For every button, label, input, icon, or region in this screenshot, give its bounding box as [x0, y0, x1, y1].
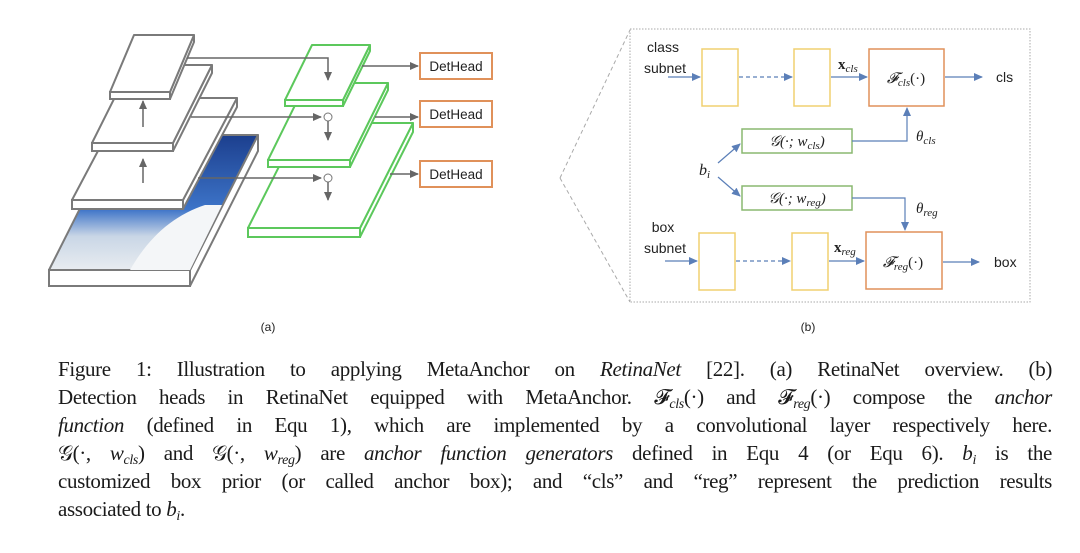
box-subnet-label: box [652, 219, 675, 235]
theta-reg-label: θreg [916, 201, 938, 219]
caption-text: anchor [994, 385, 1053, 409]
caption-text: . [179, 497, 185, 521]
zoom-guide-line [559, 29, 631, 179]
caption-text: w [109, 441, 124, 465]
caption-text: Detection heads in RetinaNet equipped wi… [58, 385, 670, 409]
g-cls-label: 𝒢(·; wcls) [769, 134, 824, 152]
caption-line: Figure 1: Illustration to applying MetaA… [58, 355, 1052, 383]
lateral-arrow [187, 57, 332, 81]
panel-b-label: (b) [801, 320, 816, 334]
arrow [852, 197, 909, 231]
caption-text: RetinaNet [600, 357, 681, 381]
caption-text: associated to [58, 497, 167, 521]
class-subnet-label: class [647, 39, 679, 55]
backbone-layer-1 [109, 34, 195, 100]
caption-text: defined in Equ 4 (or Equ 6). [612, 441, 963, 465]
f-reg-label: 𝓕reg(·) [883, 255, 923, 273]
sum-icon [323, 173, 333, 183]
dethead-box: DetHead [419, 100, 493, 128]
caption-text: function [58, 413, 125, 437]
panel-b-frame [629, 28, 1031, 303]
caption-text: i [972, 453, 976, 468]
arrow [717, 143, 741, 164]
panel-b-detection-heads: class subnet box subnet xcls xreg 𝓕c [629, 28, 1031, 334]
dethead-label: DetHead [429, 59, 482, 74]
conv-layer-box [701, 48, 739, 107]
anchor-function-cls-box [868, 48, 945, 107]
arrow [717, 176, 741, 197]
generator-reg-box [741, 185, 853, 211]
caption-text: w [263, 441, 278, 465]
caption-text: (·) compose the [810, 385, 995, 409]
b-i-label: bi [699, 162, 710, 181]
caption-text: customized box prior (or called anchor b… [58, 469, 1052, 493]
conv-layer-box [793, 48, 831, 107]
caption-text: reg [277, 453, 295, 468]
caption-text: i [176, 509, 180, 524]
generator-cls-box [741, 128, 853, 154]
caption-text: Figure 1: Illustration to applying MetaA… [58, 357, 601, 381]
caption-text: 𝒢(·, [58, 441, 110, 465]
dethead-box: DetHead [419, 160, 493, 188]
dethead-box: DetHead [419, 52, 493, 80]
caption-text: reg [793, 397, 811, 412]
caption-text: b [166, 497, 177, 521]
caption-text: (·) and 𝓕 [683, 385, 794, 409]
caption-text: b [962, 441, 973, 465]
panel-a-retinanet-overview: DetHead DetHead DetHead (a) [48, 34, 493, 334]
caption-text: ) are [294, 441, 364, 465]
x-reg-label: xreg [834, 240, 856, 258]
cls-output-label: cls [996, 69, 1013, 85]
caption-text: cls [123, 453, 139, 468]
theta-cls-label: θcls [916, 129, 936, 147]
caption-line: 𝒢(·, wcls) and 𝒢(·, wreg) are anchor fun… [58, 439, 1052, 468]
conv-layer-box [791, 232, 829, 291]
caption-line: associated to bi. [58, 495, 1052, 524]
caption-text: ) and 𝒢(·, [138, 441, 264, 465]
box-output-label: box [994, 254, 1017, 270]
dethead-label: DetHead [429, 167, 482, 182]
g-reg-label: 𝒢(·; wreg) [768, 191, 825, 209]
anchor-function-reg-box [865, 231, 943, 290]
conv-layer-box [698, 232, 736, 291]
caption-text: cls [669, 397, 684, 412]
caption-text: [22]. (a) RetinaNet overview. (b) [680, 357, 1052, 381]
snow-hill-image [130, 205, 222, 270]
zoom-guide-line [559, 177, 631, 303]
box-subnet-label: subnet [644, 240, 686, 256]
caption-text: is the [976, 441, 1052, 465]
caption-line: customized box prior (or called anchor b… [58, 467, 1052, 495]
figure-1-diagram: DetHead DetHead DetHead (a) class subnet… [48, 28, 1031, 334]
figure-caption: Figure 1: Illustration to applying MetaA… [58, 355, 1053, 524]
caption-text: anchor function generators [363, 441, 613, 465]
class-subnet-label: subnet [644, 60, 686, 76]
arrow [852, 107, 911, 142]
caption-text: (defined in Equ 1), which are implemente… [124, 413, 1053, 437]
caption-line: Detection heads in RetinaNet equipped wi… [58, 383, 1053, 412]
sum-icon [323, 112, 333, 122]
caption-line: function (defined in Equ 1), which are i… [58, 411, 1052, 439]
x-cls-label: xcls [838, 57, 858, 75]
panel-a-label: (a) [261, 320, 276, 334]
dethead-label: DetHead [429, 107, 482, 122]
